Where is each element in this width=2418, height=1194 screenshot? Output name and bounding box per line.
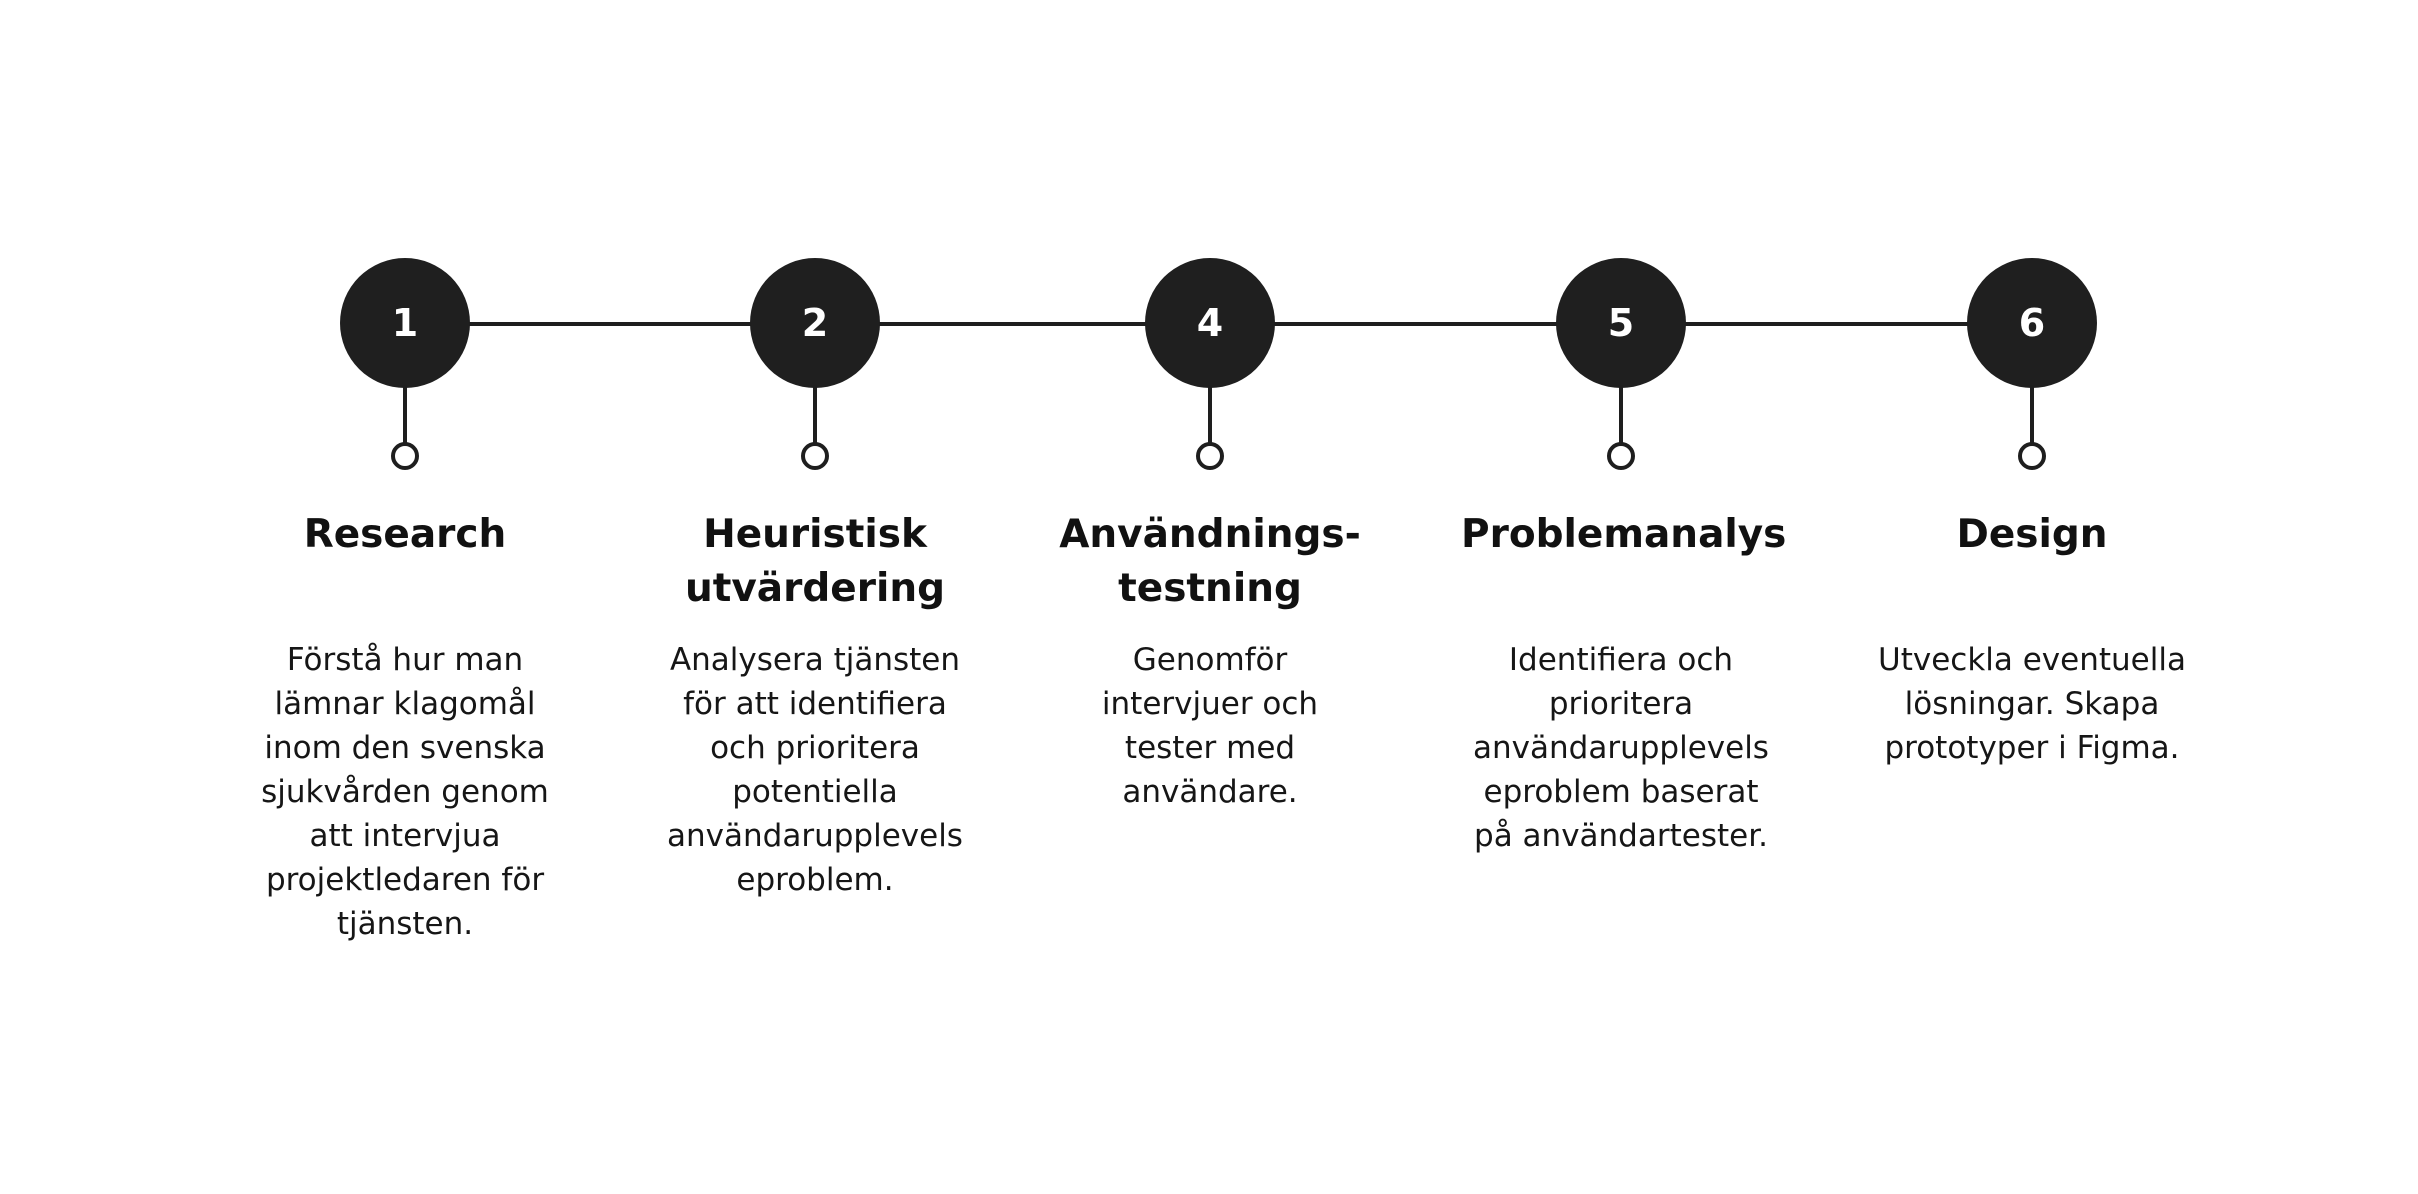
step-description-line: Identifiera och [1508, 642, 1734, 678]
step-description-line: användarupplevels [667, 818, 963, 854]
step-description: Identifiera och prioritera användarupple… [1461, 638, 1781, 858]
step-description-line: eproblem. [736, 862, 894, 898]
timeline-connector [815, 322, 1156, 326]
step-number-circle: 4 [1145, 258, 1275, 388]
step-description-line: prioritera [1548, 686, 1694, 722]
step-number-circle: 5 [1556, 258, 1686, 388]
step-stem [1208, 385, 1212, 444]
step-description-line: användarupplevels [1473, 730, 1769, 766]
step-description-line: intervjuer och [1101, 686, 1319, 722]
step-title: Heuristisk utvärdering [684, 512, 946, 611]
step-description-line: för att identifiera [683, 686, 947, 722]
step-description-line: projektledaren för [265, 862, 545, 898]
step-number-circle: 6 [1967, 258, 2097, 388]
step-stem [813, 385, 817, 444]
step-title: Användnings-testning [1059, 512, 1361, 611]
step-stem [1619, 385, 1623, 444]
step-description-line: Förstå hur man [286, 642, 524, 678]
step-description-line: eproblem baserat [1483, 774, 1759, 810]
step-title: Design [1956, 512, 2108, 557]
step-stem [403, 385, 407, 444]
step-description-line: att intervjua [309, 818, 501, 854]
step-description-line: användare. [1122, 774, 1298, 810]
step-node [1607, 442, 1635, 470]
step-number-circle: 1 [340, 258, 470, 388]
timeline-connector [405, 322, 757, 326]
step-title: Problemanalys [1461, 512, 1787, 557]
step-description-line: och prioritera [710, 730, 920, 766]
step-description-line: på användartester. [1474, 818, 1768, 854]
step-description-line: lösningar. Skapa [1904, 686, 2160, 722]
step-number-circle: 2 [750, 258, 880, 388]
step-description-line: tjänsten. [336, 906, 474, 942]
step-stem [2030, 385, 2034, 444]
step-node [2018, 442, 2046, 470]
step-title: Research [245, 508, 565, 562]
step-description-line: prototyper i Figma. [1884, 730, 2180, 766]
step-description: Utveckla eventuella lösningar. Skapa pro… [1872, 638, 2192, 770]
step-description-line: Utveckla eventuella [1878, 642, 2186, 678]
step-description-line: Genomför [1132, 642, 1288, 678]
step-description-line: inom den svenska [264, 730, 546, 766]
step-description-line: lämnar klagomål [274, 686, 536, 722]
step-node [1196, 442, 1224, 470]
step-title-line: Research [303, 512, 507, 557]
step-description-line: potentiella [732, 774, 898, 810]
step-description-line: sjukvården genom [261, 774, 549, 810]
step-description-line: Analysera tjänsten [669, 642, 961, 678]
step-description: Analysera tjänsten för att identifiera o… [655, 638, 975, 902]
step-node [801, 442, 829, 470]
timeline-connector [1630, 322, 1987, 326]
step-node [391, 442, 419, 470]
timeline-connector [1215, 322, 1572, 326]
step-description: Förstå hur man lämnar klagomål inom den … [245, 638, 565, 946]
step-description: Genomför intervjuer och tester med använ… [1050, 638, 1370, 814]
step-description-line: tester med [1124, 730, 1296, 766]
